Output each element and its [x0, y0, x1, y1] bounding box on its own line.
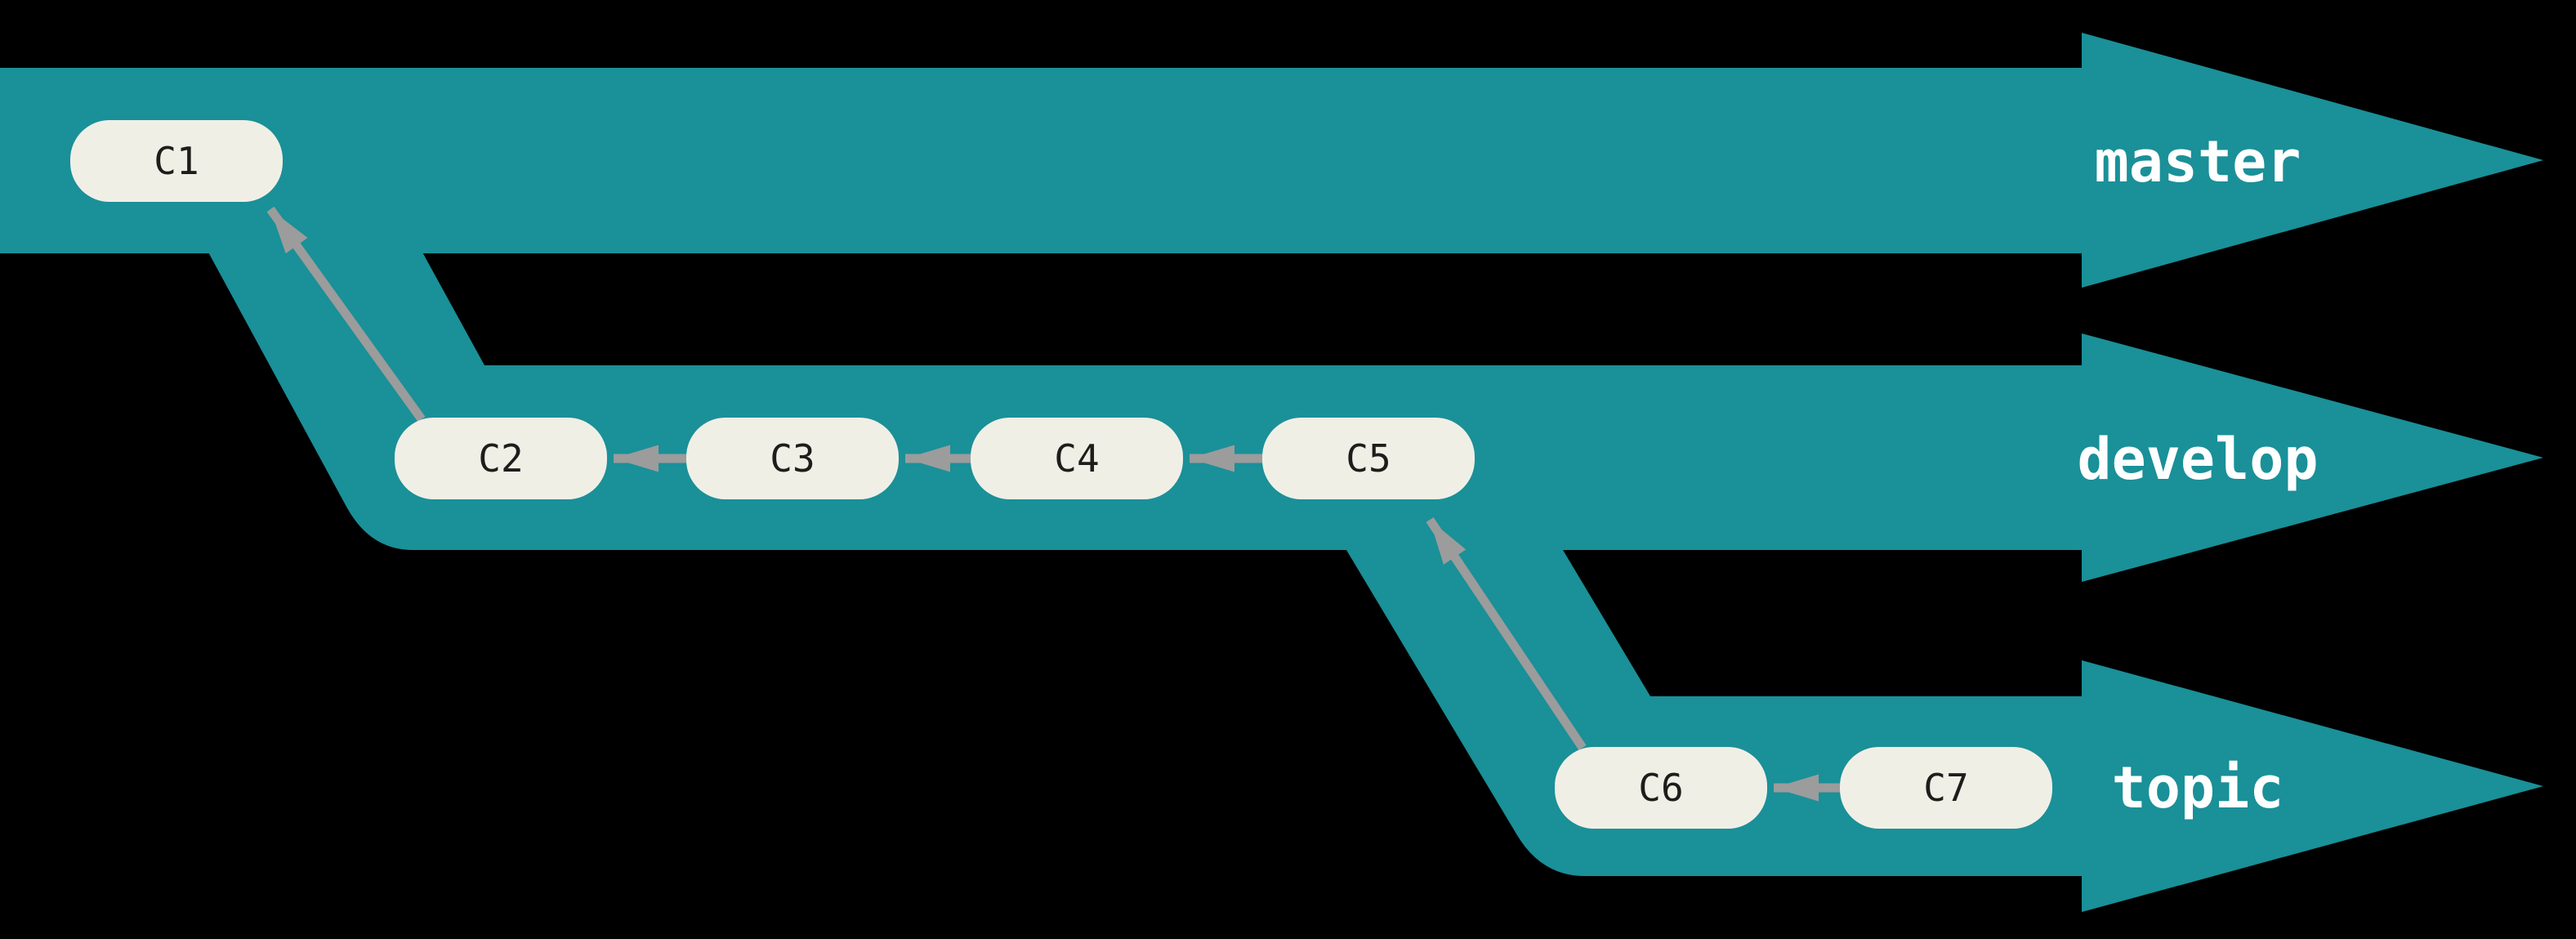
commit-node-c2: [395, 418, 607, 499]
branch-label-develop: develop: [2077, 426, 2318, 493]
commit-label-c6: C6: [1638, 766, 1683, 810]
commit-node-c4: [971, 418, 1183, 499]
commit-labels: C1 C2 C3 C4 C5 C6 C7: [154, 139, 1968, 810]
commit-label-c1: C1: [154, 139, 199, 183]
branch-lane-master: [0, 33, 2543, 288]
commit-label-c7: C7: [1923, 766, 1968, 810]
commit-node-c3: [686, 418, 899, 499]
arrow-c6-to-c5: [1426, 516, 1587, 751]
commit-label-c4: C4: [1054, 436, 1099, 481]
commit-node-c1: [70, 120, 283, 202]
branch-label-master: master: [2095, 128, 2301, 195]
branch-label-topic: topic: [2112, 754, 2284, 821]
branch-labels: master develop topic: [2077, 128, 2318, 821]
commit-node-c6: [1555, 747, 1767, 829]
commit-node-c7: [1840, 747, 2052, 829]
arrow-c2-to-c1: [266, 206, 426, 423]
commit-node-c5: [1262, 418, 1475, 499]
commit-label-c2: C2: [478, 436, 523, 481]
parent-arrows: [266, 206, 1840, 802]
commit-nodes: [70, 120, 2052, 829]
commit-label-c3: C3: [770, 436, 815, 481]
commit-label-c5: C5: [1346, 436, 1391, 481]
